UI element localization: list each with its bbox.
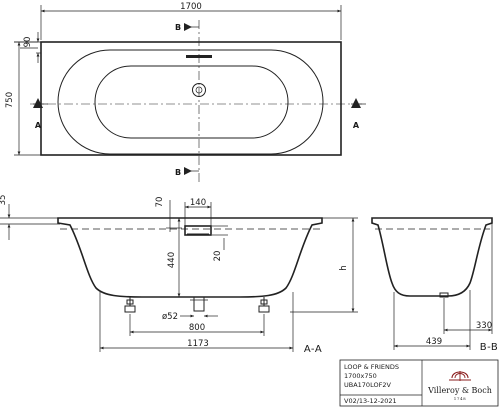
waste-trap <box>193 296 205 312</box>
waste-diameter-value: ø52 <box>162 312 178 322</box>
feet-spacing-value: 800 <box>189 323 205 333</box>
bath-outline <box>40 41 342 156</box>
section-a-arrow-left <box>33 98 43 108</box>
section-bb-view: 330 439 B-B <box>371 217 498 353</box>
top-view: 1700 750 90 A A <box>5 2 366 182</box>
left-foot <box>124 297 136 313</box>
offset-value: 90 <box>23 37 33 48</box>
section-b-label-bottom: B <box>175 168 181 177</box>
depth-value: 440 <box>167 252 177 268</box>
section-a-label-left: A <box>35 121 42 130</box>
tub-body-section-bb <box>371 217 493 297</box>
product-size: 1700x750 <box>344 372 377 380</box>
rim-height-value: 35 <box>0 195 8 206</box>
brand-since: 1748 <box>454 396 467 401</box>
bottom-length-value: 1173 <box>187 339 209 349</box>
revision: V02/13-12-2021 <box>344 397 397 405</box>
overflow-offset-value: 70 <box>155 197 165 208</box>
width-value: 750 <box>5 92 15 108</box>
overflow-height-value: 20 <box>213 251 223 262</box>
section-b-arrow-bottom <box>184 167 192 175</box>
villeroy-boch-logo: Villeroy & Boch 1748 <box>427 371 492 401</box>
title-block: LOOP & FRIENDS 1700x750 UBA170LOF2V V02/… <box>339 359 499 407</box>
waste-outlet-bb <box>439 292 449 298</box>
section-a-arrow-right <box>351 98 361 108</box>
bath-rim-oval <box>57 49 324 155</box>
brand-name: Villeroy & Boch <box>427 386 492 395</box>
bath-bottom-oval <box>94 65 289 139</box>
article-number: UBA170LOF2V <box>344 381 391 389</box>
section-aa-label: A-A <box>304 344 322 355</box>
bottom-length-bb-value: 439 <box>426 337 442 347</box>
h-symbol-aa: h <box>339 265 349 270</box>
tub-body-section-aa <box>57 217 323 298</box>
product-name: LOOP & FRIENDS <box>344 363 399 371</box>
length-value: 1700 <box>180 2 202 12</box>
waste-offset-value: 330 <box>476 321 492 331</box>
section-aa-view: 35 70 140 20 440 <box>0 195 358 355</box>
section-bb-label: B-B <box>480 342 498 353</box>
section-b-arrow-top <box>184 23 192 31</box>
overflow-device <box>184 225 212 236</box>
section-b-label-top: B <box>175 23 181 32</box>
overflow-width-value: 140 <box>190 198 206 208</box>
right-foot <box>258 297 270 313</box>
section-a-label-right: A <box>353 121 360 130</box>
